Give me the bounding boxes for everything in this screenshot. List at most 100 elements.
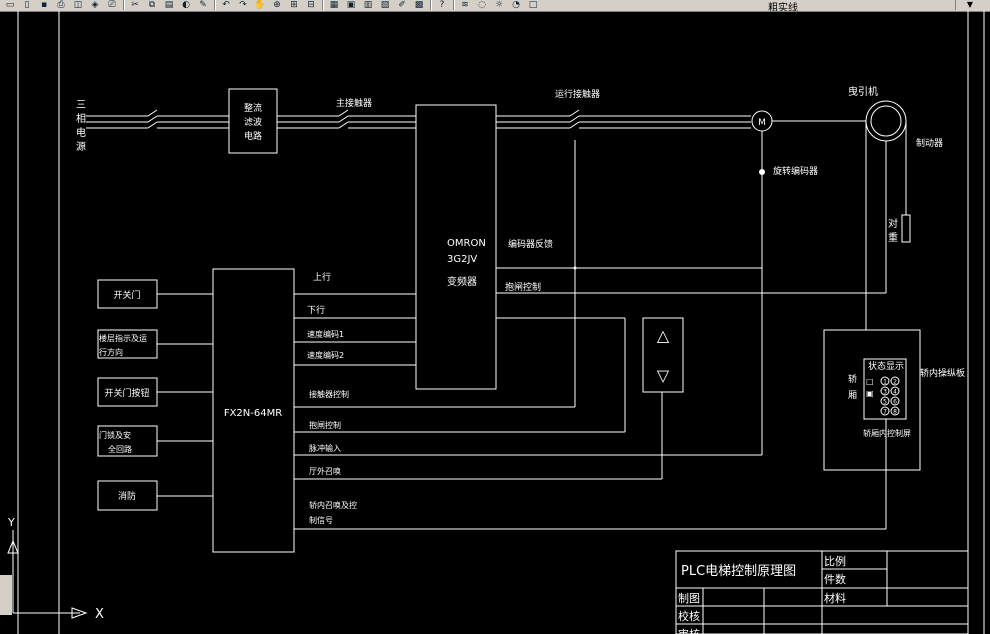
paste-icon[interactable]: ▤ xyxy=(164,0,174,10)
toolbar-separator xyxy=(430,0,432,10)
publish-icon[interactable]: ◈ xyxy=(91,0,99,10)
three-phase-lines xyxy=(86,109,229,129)
open-icon[interactable]: ▯ xyxy=(24,0,30,10)
print-icon[interactable]: ⎙ xyxy=(57,0,65,10)
power-source-label: 三 xyxy=(76,100,86,111)
traction-machine-label: 曳引机 xyxy=(848,85,878,98)
plc-input-label: 楼层指示及运 xyxy=(99,333,147,343)
hall-up-button[interactable]: △ xyxy=(657,326,670,345)
ucs-y-label: Y xyxy=(7,516,15,529)
new-icon[interactable]: ▭ xyxy=(5,0,15,10)
rotary-encoder-dot xyxy=(759,169,765,175)
car-board-label: 轿内操纵板 xyxy=(920,367,965,379)
car-floor-button[interactable] xyxy=(880,386,890,396)
plc-box xyxy=(212,268,295,553)
inverter-label: 变频器 xyxy=(447,275,477,288)
brush-icon[interactable]: ✎ xyxy=(199,0,207,10)
lock-icon[interactable]: ◔ xyxy=(512,0,520,10)
tool-palette-icon[interactable]: ▥ xyxy=(363,0,373,10)
toolbar-separator xyxy=(214,0,216,10)
rectifier-label: 电路 xyxy=(244,130,262,142)
car-label: 厢 xyxy=(848,390,857,401)
toolbar-separator xyxy=(123,0,125,10)
properties-icon[interactable]: ▦ xyxy=(329,0,339,10)
rectifier-label: 整流 xyxy=(244,102,262,114)
plc-input-label: 行方向 xyxy=(99,347,123,357)
title-block-drawn: 制图 xyxy=(678,592,700,605)
plot-icon[interactable]: ⎚ xyxy=(108,0,116,10)
layer-dropdown-arrow[interactable]: ▼ xyxy=(955,0,984,10)
toolbar-separator xyxy=(453,0,455,10)
power-source-label: 电 xyxy=(76,126,86,139)
inverter-label: OMRON xyxy=(447,238,486,249)
sheet-set-icon[interactable]: ▧ xyxy=(380,0,390,10)
car-mark: □ xyxy=(866,377,874,386)
motor-lines xyxy=(496,109,751,129)
car-floor-button-label: 2 xyxy=(893,379,897,386)
signal-label-pulse: 脉冲输入 xyxy=(309,443,341,453)
design-center-icon[interactable]: ▣ xyxy=(346,0,356,10)
sun-icon[interactable]: ☼ xyxy=(494,0,504,10)
copy-icon[interactable]: ⧉ xyxy=(148,0,156,10)
car-floor-button-label: 3 xyxy=(883,389,887,396)
title-block xyxy=(675,550,969,634)
toolbar-separator xyxy=(322,0,324,10)
car-floor-button[interactable] xyxy=(890,386,900,396)
help-icon[interactable]: ? xyxy=(439,0,445,10)
brake-label: 制动器 xyxy=(916,137,943,149)
car-floor-button[interactable] xyxy=(880,406,890,416)
signal-label-car-call: 制信号 xyxy=(309,515,333,525)
rotary-encoder-label: 旋转编码器 xyxy=(773,165,818,177)
signal-label-car-call: 轿内召唤及控 xyxy=(309,500,357,510)
markup-icon[interactable]: ✐ xyxy=(398,0,406,10)
rectifier-label: 滤波 xyxy=(244,116,262,128)
ucs-icon xyxy=(0,530,88,619)
rectifier-filter-box xyxy=(228,88,278,154)
car-floor-button[interactable] xyxy=(890,376,900,386)
car-floor-button[interactable] xyxy=(880,376,890,386)
drawing-canvas[interactable]: 三 相 电 源 整流 滤波 电路 主接触器 OMRON 3G2JV 变频器 运行… xyxy=(0,11,990,634)
cut-icon[interactable]: ✂ xyxy=(131,0,139,10)
car-panel-label: 轿厢内控制屏 xyxy=(863,428,911,438)
signal-label-brake: 抱闸控制 xyxy=(309,420,341,430)
main-contactor-label: 主接触器 xyxy=(336,97,372,109)
layer-name[interactable]: 粗实线 xyxy=(768,3,798,12)
car-control-panel xyxy=(863,358,907,420)
match-icon[interactable]: ◐ xyxy=(182,0,190,10)
preview-icon[interactable]: ◫ xyxy=(73,0,83,10)
signal-label-up: 上行 xyxy=(313,271,331,283)
layer-manager-icon[interactable]: ≋ xyxy=(461,0,469,10)
traction-sheave-outer xyxy=(865,100,907,142)
car-floor-button[interactable] xyxy=(890,406,900,416)
car-floor-button-label: 1 xyxy=(883,379,887,386)
car-floor-button-label: 6 xyxy=(893,399,897,406)
car-floor-button[interactable] xyxy=(880,396,890,406)
car-mark: ▣ xyxy=(866,389,874,398)
signal-label-speed1: 速度编码1 xyxy=(307,329,344,339)
elevator-car xyxy=(823,329,921,471)
zoom-window-icon[interactable]: ⊞ xyxy=(290,0,298,10)
hall-down-button[interactable]: ▽ xyxy=(657,366,670,385)
ucs-x-label: X xyxy=(95,607,104,622)
car-floor-button[interactable] xyxy=(890,396,900,406)
inverter-box xyxy=(415,104,497,390)
car-label: 轿 xyxy=(848,373,857,385)
calc-icon[interactable]: ▩ xyxy=(414,0,424,10)
title-block-checked: 校核 xyxy=(678,609,700,623)
undo-icon[interactable]: ↶ xyxy=(222,0,230,10)
status-display-label: 状态显示 xyxy=(868,360,904,372)
bulb-icon[interactable]: ◌ xyxy=(478,0,486,10)
encoder-feedback-label: 编码器反馈 xyxy=(508,238,553,250)
pan-icon[interactable]: ✋ xyxy=(254,0,266,10)
car-floor-button-label: 5 xyxy=(883,399,887,406)
title-block-approved: 审核 xyxy=(678,627,700,634)
color-icon[interactable]: □ xyxy=(528,0,538,10)
dc-lines xyxy=(277,109,416,129)
car-floor-button-label: 7 xyxy=(883,409,887,416)
redo-icon[interactable]: ↷ xyxy=(239,0,247,10)
signal-label-hall-call: 厅外召唤 xyxy=(309,466,341,476)
zoom-realtime-icon[interactable]: ⊕ xyxy=(273,0,281,10)
save-icon[interactable]: ▪ xyxy=(40,0,48,10)
zoom-previous-icon[interactable]: ⊟ xyxy=(307,0,315,10)
